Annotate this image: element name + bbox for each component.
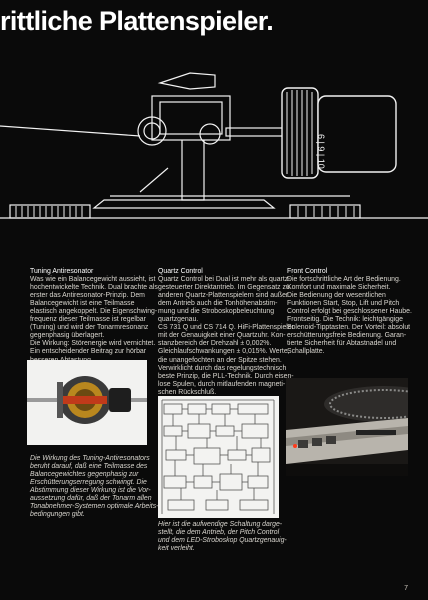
tonearm-illustration: 6 | 9 | 10 xyxy=(0,72,428,219)
text-line: Komfort und maximale Sicherheit. xyxy=(287,284,391,292)
text-line: Was wie ein Balancegewicht aussieht, ist xyxy=(30,276,156,284)
text-line: (Tuning) und wird der Tonarmresonanz xyxy=(30,324,149,332)
text-line: Funktionen Start, Stop, Lift und Pitch xyxy=(287,300,400,308)
text-line: Die fortschrittliche Art der Bedienung. xyxy=(287,276,401,284)
text-line: mung und die Stroboskopbeleuchtung xyxy=(158,308,275,316)
text-line: Die Wirkung: Störenergie wird vernichtet… xyxy=(30,340,156,348)
text-line: hochentwickelte Technik. Dual brachte al… xyxy=(30,284,158,292)
circuit-caption: Hier ist die aufwendige Schaltung darge-… xyxy=(158,521,287,553)
front-control-section: Front Control Die fortschrittliche Art d… xyxy=(287,268,417,357)
caption-line: beruht darauf, daß eine Teilmasse des xyxy=(30,463,148,471)
text-line: die unangefochten an der Spitze stehen. xyxy=(158,356,282,364)
front-control-photo xyxy=(286,378,408,476)
section-title: Quartz Control xyxy=(158,268,203,275)
text-line: Gleichlaufschwankungen ± 0,015%. Werte, xyxy=(158,348,290,356)
caption-line: und dem LED-Stroboskop Quartzgenauig- xyxy=(158,537,287,545)
text-line: tierte Sicherheit für Abtastnadel und xyxy=(287,340,397,348)
text-line: Control erfolgt bei geschlossener Haube. xyxy=(287,308,412,316)
text-line: anderen Quartz-Plattenspielern sind auße… xyxy=(158,292,289,300)
text-line: schen Rückschluß. xyxy=(158,388,217,396)
caption-line: keit verleiht. xyxy=(158,545,195,553)
antiresonator-caption: Die Wirkung des Tuning-Antiresonators be… xyxy=(30,455,159,519)
caption-line: Die Wirkung des Tuning-Antiresonators xyxy=(30,455,150,462)
tuning-antiresonator-section: Tuning Antiresonator Was wie ein Balance… xyxy=(30,268,158,365)
text-line: lose Spulen, durch mitlaufenden magneti- xyxy=(158,380,286,388)
text-line: Frontseitig. Die Technik: leichtgängige xyxy=(287,316,403,324)
antiresonator-photo xyxy=(27,360,147,445)
text-line: beste Prinzip, die PLL-Technik. Durch ei… xyxy=(158,372,294,380)
text-line: Quartz Control bei Dual ist mehr als qua… xyxy=(158,276,291,284)
text-line: Verwirklicht durch das regelungstechnisc… xyxy=(158,364,287,372)
caption-line: Tonabnehmer-Systemen optimale Arbeits- xyxy=(30,503,159,511)
tonearm-scale: 6 | 9 | 10 xyxy=(316,134,326,169)
headline: rittliche Plattenspieler. xyxy=(0,6,274,36)
text-line: stanzbereich der Drehzahl ± 0,002%. xyxy=(158,340,272,348)
text-line: Balancegewicht ist eine Teilmasse xyxy=(30,300,135,308)
text-line: dem Antrieb auch die Tonhöhenabstim- xyxy=(158,300,278,308)
circuit-diagram-photo xyxy=(158,396,279,518)
text-line: gesteuerter Direktantrieb. Im Gegensatz … xyxy=(158,284,290,292)
text-line: Die Bedienung der wesentlichen xyxy=(287,292,386,300)
text-line: Ein entscheidender Beitrag zur hörbar xyxy=(30,348,147,356)
text-line: quartzgenau. xyxy=(158,316,199,324)
text-line: elastisch angekoppelt. Die Eigenschwing- xyxy=(30,308,158,316)
caption-line: Erschütterungserregung schwingt. Die xyxy=(30,479,147,487)
counterweight xyxy=(281,87,397,179)
quartz-control-section: Quartz Control Quartz Control bei Dual i… xyxy=(158,268,294,397)
text-line: erster das Antiresonator-Prinzip. Dem xyxy=(30,292,145,300)
caption-line: bedingungen gibt. xyxy=(30,511,85,519)
caption-line: Abstimmung dieser Wirkung ist die Vor- xyxy=(30,487,151,495)
caption-line: Hier ist die aufwendige Schaltung darge- xyxy=(158,521,283,528)
text-line: erschütterungsfreie Bedienung. Garan- xyxy=(287,332,407,340)
text-line: mit der Genauigkeit einer Quartzuhr. Kon… xyxy=(158,332,286,340)
page-number: 7 xyxy=(404,585,408,592)
caption-line: stellt, die dem Antrieb, der Pitch Contr… xyxy=(158,529,280,537)
text-line: Schallplatte. xyxy=(287,348,325,356)
section-title: Tuning Antiresonator xyxy=(30,268,94,275)
section-title: Front Control xyxy=(287,268,328,275)
caption-line: Balancegewichtes gegenphasig zur xyxy=(30,471,139,479)
text-line: CS 731 Q und CS 714 Q. HiFi-Plattenspiel… xyxy=(158,324,294,332)
text-line: Solenoid-Tipptasten. Der Vorteil: absolu… xyxy=(287,324,411,332)
text-line: gegenphasig überlagert. xyxy=(30,332,105,340)
text-line: frequenz dieser Teilmasse ist regelbar xyxy=(30,316,146,324)
caption-line: aussetzung dafür, daß der Tonarm allen xyxy=(30,495,152,503)
